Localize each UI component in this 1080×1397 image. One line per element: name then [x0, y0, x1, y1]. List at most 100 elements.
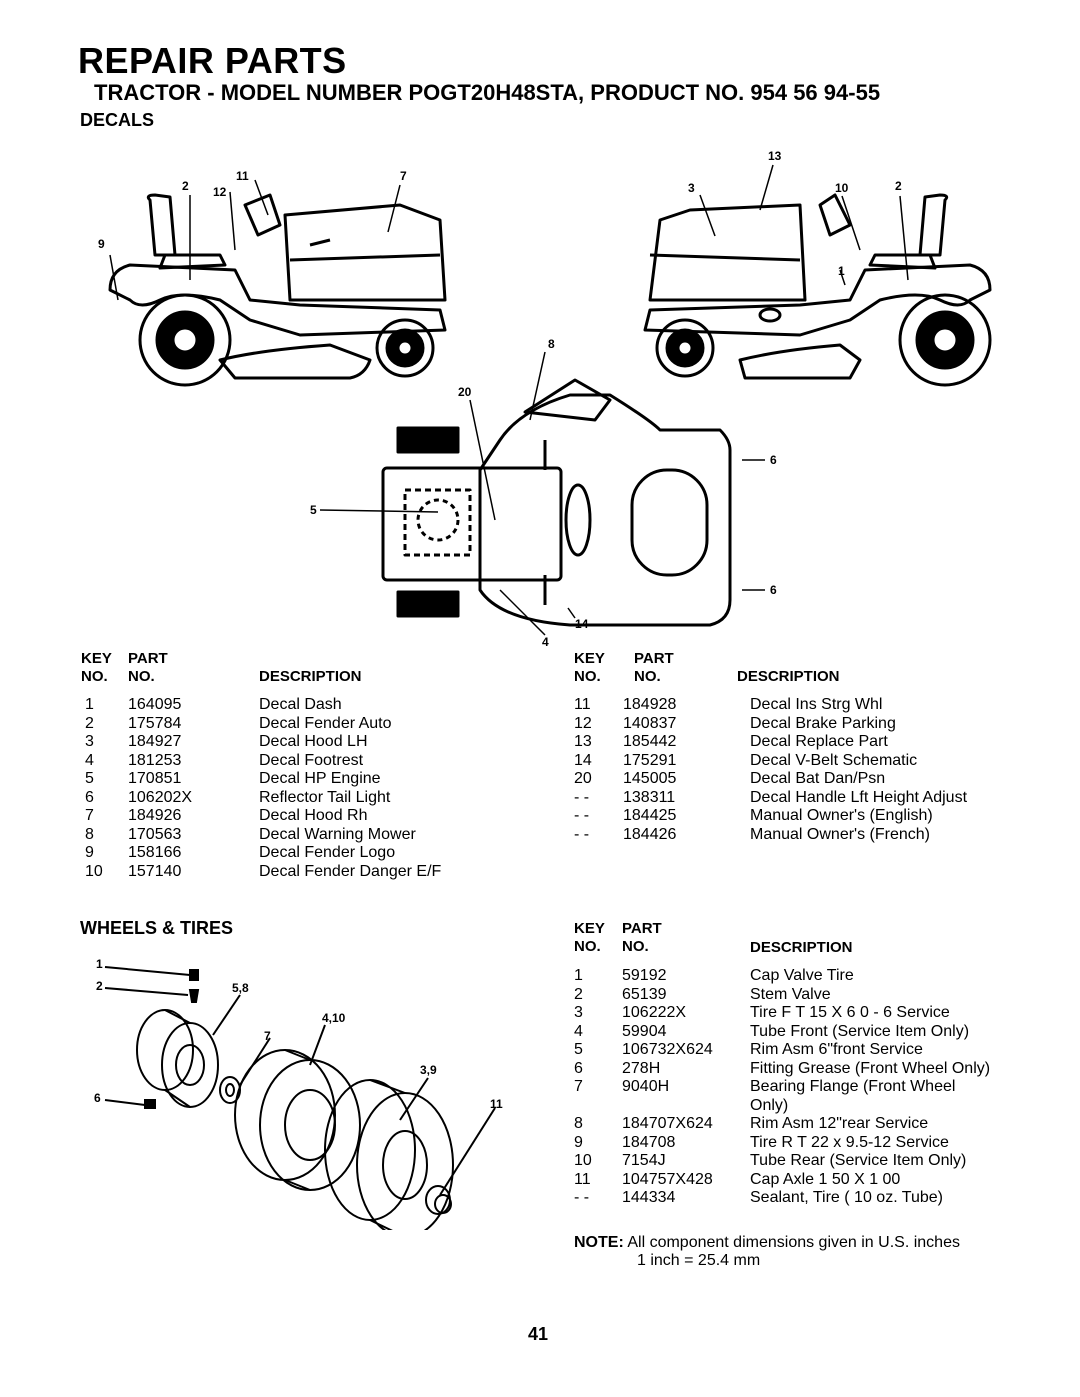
cell-key: 7	[85, 807, 94, 824]
cell-key: 3	[85, 733, 94, 750]
table-row: 20 145005 Decal Bat Dan/Psn	[574, 770, 1014, 789]
cell-desc: Fitting Grease (Front Wheel Only)	[750, 1059, 991, 1077]
cell-part: 65139	[622, 985, 667, 1003]
wheel-callout-5-8: 5,8	[232, 981, 249, 995]
cell-part: 106732X624	[622, 1041, 713, 1058]
cell-desc: Sealant, Tire ( 10 oz. Tube)	[750, 1189, 943, 1206]
cell-desc: Decal Bat Dan/Psn	[750, 770, 886, 787]
col-desc-header-right: DESCRIPTION	[737, 668, 840, 685]
cell-key: 9	[85, 844, 94, 861]
cell-desc: Decal Hood Rh	[259, 807, 368, 824]
callout-7: 7	[400, 169, 407, 183]
cell-part: 184927	[128, 733, 182, 750]
cell-desc: Decal Fender Danger E/F	[259, 862, 442, 880]
callout-11: 11	[236, 169, 249, 183]
cell-key: 4	[574, 1022, 583, 1040]
cell-part: 144334	[622, 1189, 676, 1206]
callout-3: 3	[688, 181, 695, 195]
cell-key: 2	[85, 714, 94, 732]
decals-section-title: DECALS	[80, 110, 155, 130]
cell-part: 140837	[623, 714, 677, 732]
note-line1: All component dimensions given in U.S. i…	[627, 1234, 960, 1251]
cell-desc: Rim Asm 12"rear Service	[750, 1115, 929, 1132]
cell-part: 184425	[623, 807, 677, 824]
cell-part: 175784	[128, 714, 182, 732]
wheel-callout-7: 7	[264, 1029, 271, 1043]
cell-desc: Decal Fender Logo	[259, 844, 396, 861]
table-row: Only)	[574, 1097, 1024, 1116]
cell-desc: Decal Footrest	[259, 751, 364, 769]
wheels-section-title: WHEELS & TIRES	[80, 918, 234, 938]
cell-part: 7154J	[622, 1152, 666, 1169]
cell-desc: Decal Warning Mower	[259, 825, 416, 843]
cell-part: 184707X624	[622, 1115, 713, 1132]
cell-key: 20	[574, 770, 592, 787]
cell-desc: Cap Axle 1 50 X 1 00	[750, 1170, 901, 1188]
cell-part: 145005	[623, 770, 677, 787]
cell-key: 8	[574, 1115, 583, 1132]
table-row: 8 184707X624 Rim Asm 12"rear Service	[574, 1115, 1024, 1134]
cell-part: 59904	[622, 1022, 667, 1040]
cell-key: 1	[574, 967, 583, 984]
cell-part: 138311	[623, 788, 676, 806]
cell-key: 14	[574, 751, 592, 769]
cell-key: 2	[574, 985, 583, 1003]
cell-part: 59192	[622, 967, 667, 984]
cell-part: 104757X428	[622, 1170, 713, 1188]
cell-desc: Decal V-Belt Schematic	[750, 751, 918, 769]
cell-key: 12	[574, 714, 592, 732]
page-title: REPAIR PARTS	[78, 40, 347, 81]
col-desc-header-left: DESCRIPTION	[259, 668, 362, 685]
cell-part: 164095	[128, 696, 182, 713]
cell-desc: Cap Valve Tire	[750, 967, 854, 984]
callout-6a: 6	[770, 453, 777, 467]
page-number: 41	[528, 1324, 549, 1344]
cell-part: 184928	[623, 696, 677, 713]
cell-part: 185442	[623, 733, 677, 750]
wheel-callout-4-10: 4,10	[322, 1011, 346, 1025]
cell-desc: Decal Hood LH	[259, 733, 368, 750]
callout-2b: 2	[895, 179, 902, 193]
cell-key: - -	[574, 825, 590, 843]
cell-desc: Tire R T 22 x 9.5-12 Service	[750, 1133, 949, 1151]
cell-key: 5	[85, 770, 94, 787]
cell-part: 9040H	[622, 1078, 670, 1095]
cell-key: 6	[574, 1059, 583, 1077]
cell-desc: Decal Brake Parking	[750, 714, 896, 732]
cell-key: - -	[574, 788, 590, 806]
cell-part: 157140	[128, 862, 182, 880]
tractor-right-side-illustration	[643, 193, 992, 387]
cell-desc: Tube Rear (Service Item Only)	[750, 1152, 967, 1169]
wheels-diagram: 1 2 5,8 4,10 7 3,9 6 11	[94, 957, 503, 1230]
cell-key: 5	[574, 1041, 583, 1058]
cell-part: 106202X	[128, 788, 193, 806]
cell-part: 170563	[128, 825, 182, 843]
wheels-col-desc-header: DESCRIPTION	[750, 939, 853, 956]
cell-desc: Rim Asm 6"front Service	[750, 1041, 923, 1058]
cell-key: 11	[574, 696, 591, 713]
cell-desc: Reflector Tail Light	[259, 788, 391, 806]
cell-key: 7	[574, 1078, 583, 1095]
